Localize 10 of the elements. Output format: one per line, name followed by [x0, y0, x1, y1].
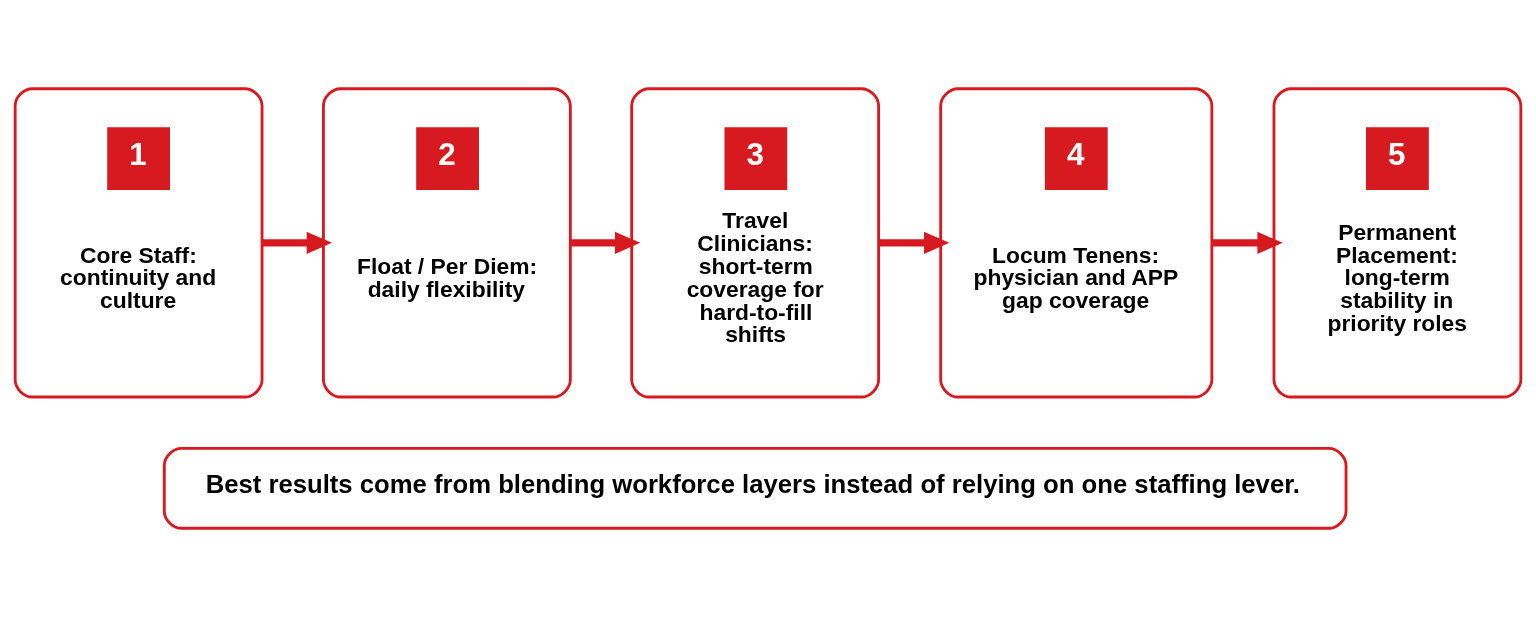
arrow	[1212, 231, 1283, 254]
node-box: 5 Permanent Placement: long-term stability in priority roles	[1272, 87, 1523, 399]
arrow	[878, 231, 950, 254]
node-box: 3 Travel Clinicians: short-term coverage for hard-to-fill shifts	[630, 87, 881, 399]
arrow	[262, 231, 332, 254]
node-box: 2 Float / Per Diem: daily flexibility	[322, 87, 572, 399]
arrow	[570, 231, 641, 254]
node-box: 1 Core Staff: continuity and culture	[13, 87, 264, 399]
node-box: Best results come from blending workforce layers instead of relying on one staffing lever.	[162, 446, 1348, 530]
node-box: 4 Locum Tenens: physician and APP gap coverage	[939, 87, 1214, 399]
